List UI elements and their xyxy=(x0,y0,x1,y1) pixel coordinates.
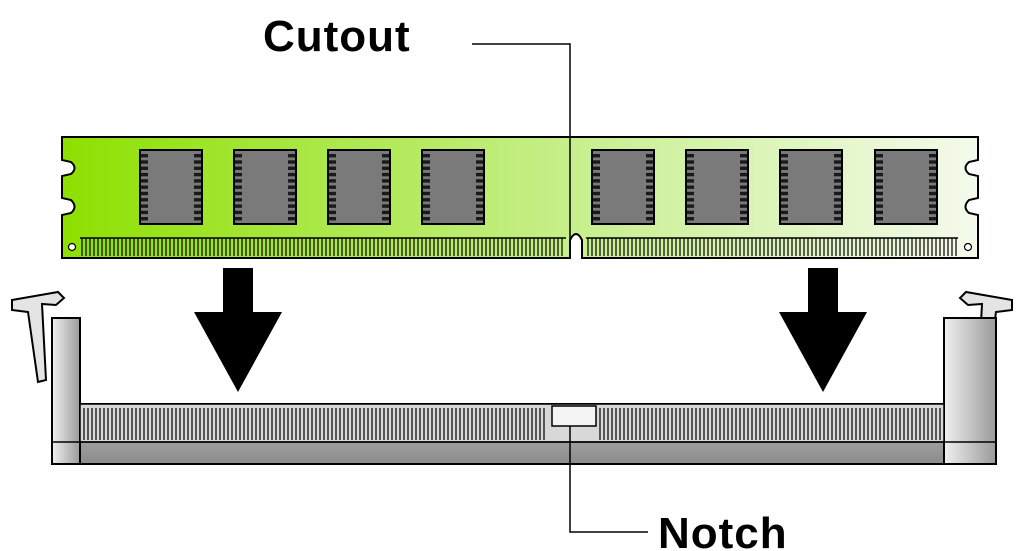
memory-module xyxy=(61,136,979,259)
left-ejector-latch xyxy=(11,290,66,384)
module-hole-right xyxy=(963,242,973,252)
memory-chip xyxy=(139,149,203,225)
notch-label: Notch xyxy=(658,509,788,551)
cutout-label: Cutout xyxy=(263,12,411,61)
slot-contacts xyxy=(83,408,941,440)
memory-chip xyxy=(779,149,843,225)
memory-chip xyxy=(233,149,297,225)
dimm-slot xyxy=(11,290,1013,465)
memory-chip xyxy=(591,149,655,225)
down-arrow-icon xyxy=(194,268,282,392)
module-gold-fingers xyxy=(80,237,958,256)
memory-chip xyxy=(327,149,391,225)
memory-chip xyxy=(421,149,485,225)
module-hole-left xyxy=(67,242,77,252)
slot-key-notch xyxy=(551,405,597,427)
cutout-leader-line xyxy=(472,43,571,137)
memory-chip xyxy=(874,149,938,225)
memory-chip xyxy=(685,149,749,225)
notch-leader-line xyxy=(569,426,648,533)
down-arrow-icon xyxy=(779,268,867,392)
slot-left-post xyxy=(51,317,81,465)
slot-right-post xyxy=(943,317,997,465)
memory-chips xyxy=(139,149,938,225)
